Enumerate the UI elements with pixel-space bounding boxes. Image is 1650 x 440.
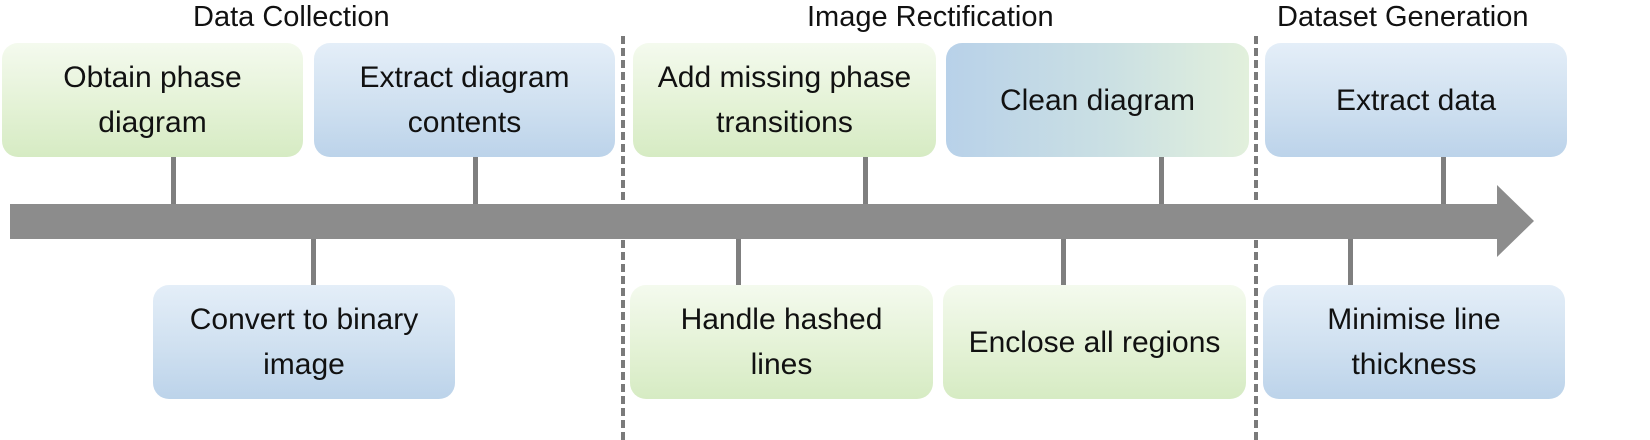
step-extract-diagram-contents: Extract diagram contents bbox=[314, 43, 615, 157]
step-extract-data: Extract data bbox=[1265, 43, 1567, 157]
stem-extract-data bbox=[1441, 156, 1446, 204]
step-minimise-line-thickness: Minimise line thickness bbox=[1263, 285, 1565, 399]
stem-hashed bbox=[736, 239, 741, 285]
section-title-image-rectification: Image Rectification bbox=[807, 1, 1054, 33]
stem-obtain bbox=[171, 156, 176, 204]
stem-minimise bbox=[1348, 239, 1353, 285]
stem-convert bbox=[311, 239, 316, 285]
step-obtain-phase-diagram: Obtain phase diagram bbox=[2, 43, 303, 157]
step-enclose-all-regions: Enclose all regions bbox=[943, 285, 1246, 399]
stem-enclose bbox=[1061, 239, 1066, 285]
stem-add-transitions bbox=[863, 156, 868, 204]
stem-extract-contents bbox=[473, 156, 478, 204]
stem-clean bbox=[1159, 156, 1164, 204]
step-handle-hashed-lines: Handle hashed lines bbox=[630, 285, 933, 399]
step-convert-to-binary-image: Convert to binary image bbox=[153, 285, 455, 399]
section-title-data-collection: Data Collection bbox=[193, 1, 390, 33]
section-title-dataset-generation: Dataset Generation bbox=[1277, 1, 1529, 33]
step-clean-diagram: Clean diagram bbox=[946, 43, 1249, 157]
step-add-missing-phase-transitions: Add missing phase transitions bbox=[633, 43, 936, 157]
